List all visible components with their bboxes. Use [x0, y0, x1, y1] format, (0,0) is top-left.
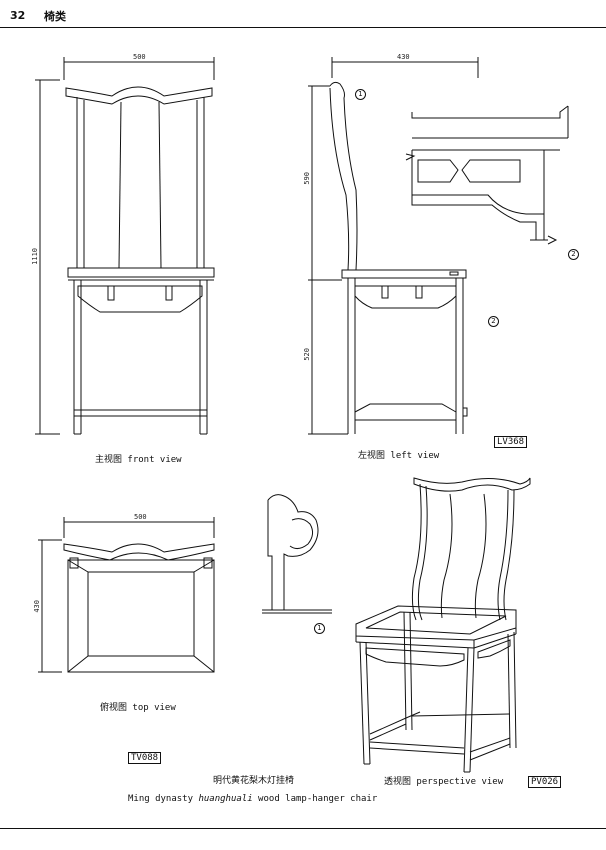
title-prefix: Ming dynasty [128, 794, 199, 804]
chair-title-english: Ming dynasty huanghuali wood lamp-hanger… [128, 794, 377, 804]
page-number: 32 [10, 9, 26, 22]
top-view-caption: 俯视图 top view [100, 703, 176, 713]
left-view-caption: 左视图 left view [358, 451, 440, 461]
perspective-view-caption: 透视图 perspective view [384, 777, 504, 787]
footer-rule [0, 828, 606, 829]
front-view-caption: 主视图 front view [95, 455, 182, 465]
chair-title-chinese: 明代黄花梨木灯挂椅 [213, 776, 295, 786]
left-view-code: LV368 [494, 436, 528, 448]
title-italic: huanghuali [198, 794, 253, 804]
section-title: 椅类 [44, 10, 66, 23]
detail-marker-1: 1 [355, 89, 366, 100]
top-view-code: TV088 [128, 752, 162, 764]
detail-marker-2-top: 2 [568, 249, 579, 260]
perspective-view-code: PV026 [528, 776, 562, 788]
header-rule [0, 27, 606, 28]
top-width-dimension: 500 [134, 513, 147, 521]
front-width-dimension: 500 [133, 53, 146, 61]
detail-marker-1-lower: 1 [314, 623, 325, 634]
left-width-dimension: 430 [397, 53, 410, 61]
title-suffix: wood lamp-hanger chair [252, 794, 378, 804]
detail-marker-2: 2 [488, 316, 499, 327]
